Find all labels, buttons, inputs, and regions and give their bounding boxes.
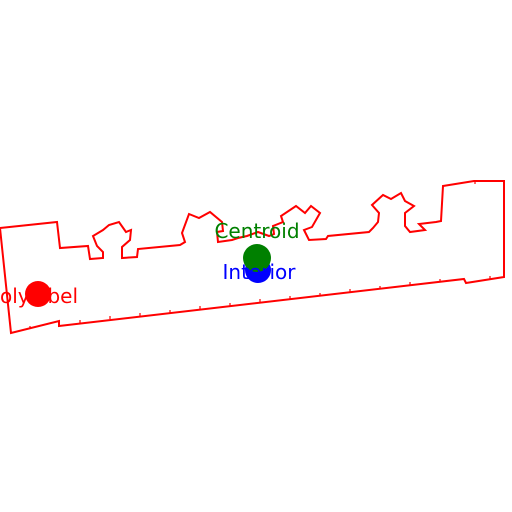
- interior-label: Interior: [223, 260, 297, 284]
- polylabel-label: olylabel: [0, 284, 78, 308]
- polylabel-marker: [25, 281, 51, 307]
- centroid-label: Centroid: [214, 219, 299, 243]
- centroid-marker: [243, 244, 271, 272]
- outline-tick-marks: [29, 181, 491, 329]
- building-polygon-outline: [0, 180, 505, 335]
